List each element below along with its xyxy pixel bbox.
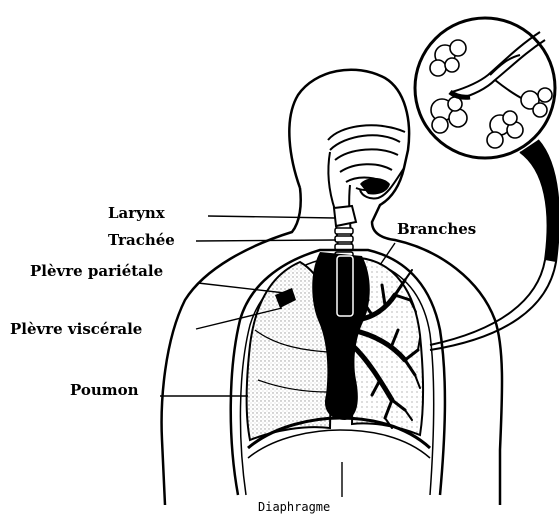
- label-branches: Branches: [397, 220, 476, 238]
- label-lung: Poumon: [70, 381, 139, 399]
- label-parietal-pleura: Plèvre pariétale: [30, 262, 163, 280]
- diaphragm-lower: [248, 430, 430, 458]
- larynx-shape: [334, 206, 356, 226]
- label-visceral-pleura: Plèvre viscérale: [10, 320, 142, 338]
- label-larynx: Larynx: [108, 204, 165, 222]
- label-diaphragm: Diaphragme: [258, 498, 330, 516]
- tongue: [360, 178, 390, 195]
- trachea-lower: [337, 256, 353, 316]
- alveoli-magnifier: [415, 18, 559, 350]
- label-trachea: Trachée: [108, 231, 175, 249]
